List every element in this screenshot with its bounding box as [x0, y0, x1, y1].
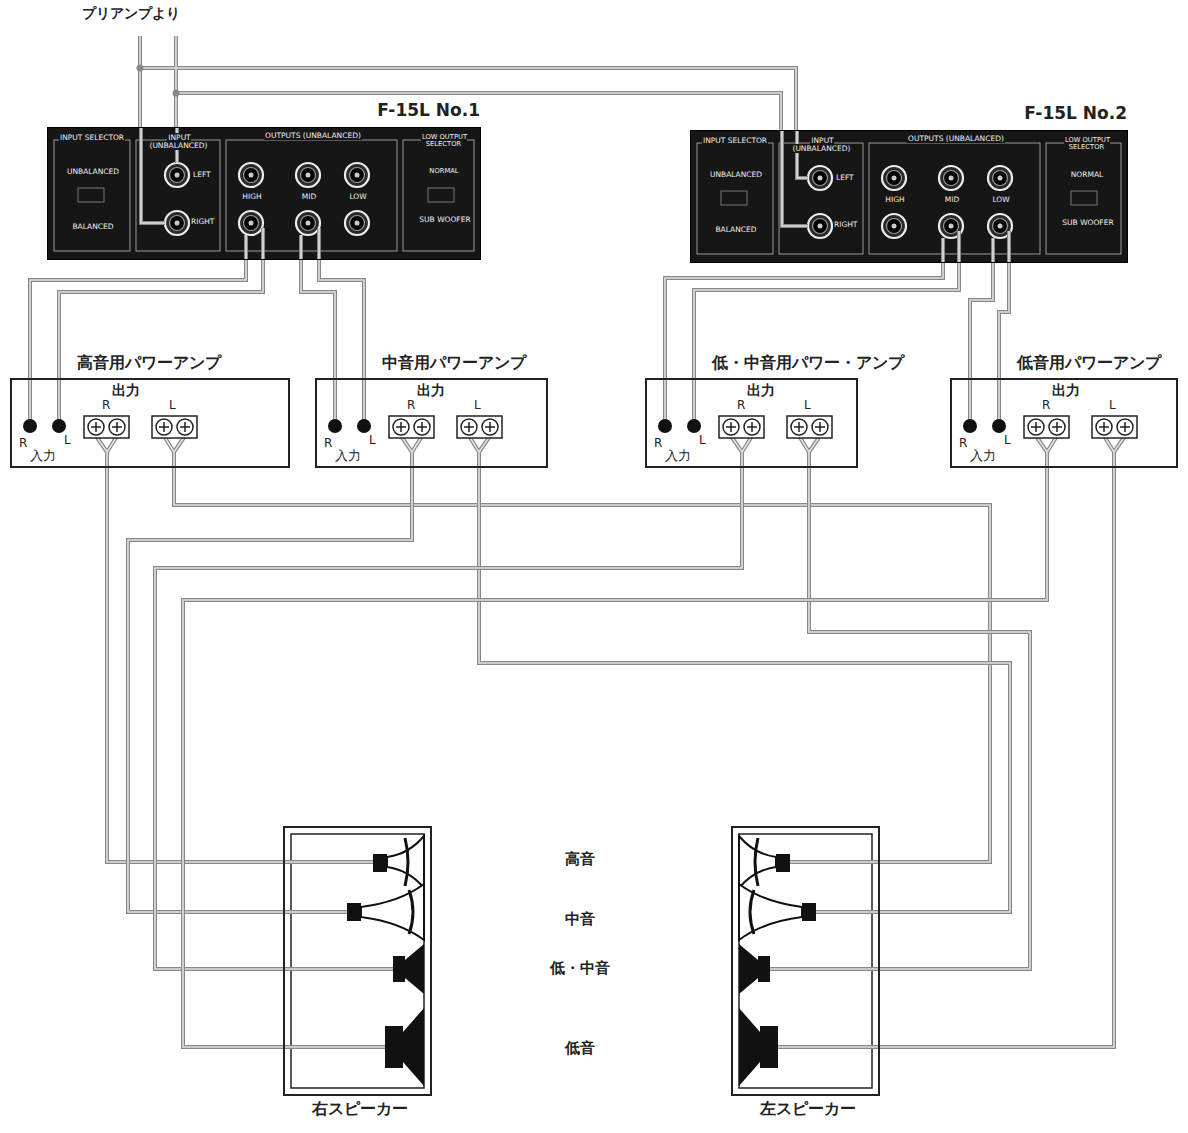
speaker-drivers: [733, 828, 878, 1094]
signal-cable: [665, 263, 959, 378]
terminal-label: 入力: [970, 449, 996, 463]
panel-label: LOW: [343, 193, 373, 201]
speaker-drivers: [285, 828, 430, 1094]
power-amp: 低音用パワーアンプ出力RLRL入力: [950, 378, 1178, 468]
control-panel-illustration: [48, 128, 480, 259]
panel-label: LEFT: [835, 174, 855, 182]
terminal-label: 入力: [665, 449, 691, 463]
speaker-cabinet: 右スピーカー: [283, 826, 432, 1096]
terminal-label: 入力: [30, 449, 56, 463]
speaker-cable: [155, 468, 742, 969]
panel-label: OUTPUTS (UNBALANCED): [871, 135, 1041, 143]
terminal-label: 出力: [112, 383, 140, 398]
amp-heading: 中音用パワーアンプ: [382, 354, 526, 372]
signal-cable: [970, 263, 1009, 378]
panel-label: NORMAL: [406, 168, 482, 175]
terminal-label: L: [1004, 434, 1011, 447]
speaker-cabinet: 左スピーカー: [731, 826, 880, 1096]
speaker-cable: [107, 468, 283, 862]
driver-label: 中音: [550, 911, 610, 928]
amp-heading: 低音用パワーアンプ: [1017, 354, 1161, 372]
panel-label: INPUT SELECTOR: [695, 137, 775, 145]
panel-label: MID: [294, 193, 324, 201]
speaker-heading: 右スピーカー: [245, 1100, 474, 1118]
speaker-cable: [880, 468, 1114, 1047]
amp-heading: 低・中音用パワー・アンプ: [712, 354, 904, 372]
crossover-panel: F-15L No.2INPUT SELECTORINPUT (UNBALANCE…: [690, 130, 1128, 263]
source-label: プリアンプより: [82, 6, 180, 21]
terminal-label: 入力: [335, 449, 361, 463]
terminal-label: L: [804, 399, 811, 412]
driver-label: 低・中音: [550, 960, 610, 977]
panel-label: UNBALANCED: [699, 171, 773, 179]
panel-label: SUB WOOFER: [416, 216, 474, 224]
panel-label: INPUT SELECTOR: [52, 134, 132, 142]
terminal-label: L: [699, 434, 706, 447]
panel-label: UNBALANCED: [56, 168, 130, 176]
panel-label: HIGH: [236, 193, 268, 201]
terminal-label: R: [737, 399, 745, 412]
driver-label: 高音: [550, 851, 610, 868]
panel-label: LOW OUTPUT SELECTOR: [1047, 137, 1127, 152]
terminal-label: L: [64, 434, 71, 447]
terminal-label: R: [654, 437, 662, 450]
panel-label: LOW: [986, 196, 1016, 204]
unit-heading: F-15L No.1: [377, 101, 480, 120]
signal-cable: [301, 260, 364, 378]
terminal-label: R: [324, 437, 332, 450]
terminal-label: R: [959, 437, 967, 450]
terminal-label: L: [169, 399, 176, 412]
panel-label: LOW OUTPUT SELECTOR: [404, 134, 484, 149]
terminal-label: L: [474, 399, 481, 412]
signal-cable: [30, 260, 263, 378]
power-amp: 高音用パワーアンプ出力RLRL入力: [10, 378, 290, 468]
panel-label: MID: [937, 196, 967, 204]
terminal-label: R: [407, 399, 415, 412]
panel-label: SUB WOOFER: [1059, 219, 1117, 227]
amp-heading: 高音用パワーアンプ: [77, 354, 221, 372]
terminal-label: L: [1109, 399, 1116, 412]
power-amp: 低・中音用パワー・アンプ出力RLRL入力: [645, 378, 858, 468]
terminal-label: R: [19, 437, 27, 450]
control-panel-illustration: [691, 131, 1127, 262]
driver-label: 低音: [550, 1040, 610, 1057]
panel-label: INPUT (UNBALANCED): [779, 137, 865, 154]
panel-label: BALANCED: [699, 226, 773, 234]
terminal-label: R: [1042, 399, 1050, 412]
panel-label: OUTPUTS (UNBALANCED): [228, 132, 398, 140]
unit-heading: F-15L No.2: [1024, 104, 1127, 123]
terminal-label: 出力: [417, 383, 445, 398]
speaker-cable: [479, 468, 1010, 912]
panel-label: HIGH: [879, 196, 911, 204]
panel-label: RIGHT: [833, 221, 858, 229]
panel-label: INPUT (UNBALANCED): [136, 134, 222, 151]
panel-label: NORMAL: [1049, 171, 1125, 179]
terminal-label: 出力: [747, 383, 775, 398]
terminal-label: L: [369, 434, 376, 447]
crossover-panel: F-15L No.1INPUT SELECTORINPUT (UNBALANCE…: [47, 127, 481, 260]
panel-label: LEFT: [192, 171, 212, 179]
power-amp: 中音用パワーアンプ出力RLRL入力: [315, 378, 548, 468]
terminal-label: 出力: [1052, 383, 1080, 398]
speaker-heading: 左スピーカー: [693, 1100, 922, 1118]
panel-label: RIGHT: [190, 218, 215, 226]
terminal-label: R: [102, 399, 110, 412]
panel-label: BALANCED: [56, 223, 130, 231]
